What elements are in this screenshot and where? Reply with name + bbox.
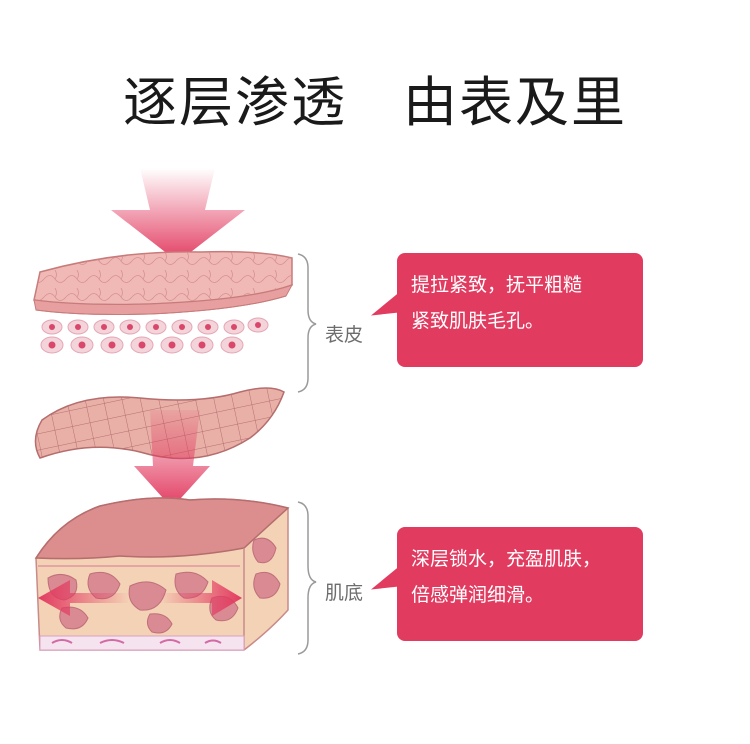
layer-label-dermis: 肌底: [325, 582, 364, 604]
callout-dermis: 深层锁水，充盈肌肤， 倍感弹润细滑。: [397, 527, 643, 641]
callout-dermis-line-2: 倍感弹润细滑。: [411, 584, 545, 606]
layer-label-epidermis: 表皮: [325, 324, 364, 346]
page-title: 逐层渗透 由表及里: [123, 71, 627, 134]
bracket-epidermis: [297, 253, 317, 393]
bracket-dermis: [297, 501, 317, 655]
spread-arrows: [38, 580, 242, 616]
callout-epidermis: 提拉紧致，抚平粗糙 紧致肌肤毛孔。: [397, 253, 643, 367]
callout-epidermis-line-1: 提拉紧致，抚平粗糙: [411, 274, 583, 296]
penetration-arrow-top: [111, 168, 245, 262]
epidermis-layer: [33, 250, 294, 315]
penetration-arrow-middle: [134, 410, 210, 508]
skin-cells-nuclei: [48, 322, 261, 349]
callout-epidermis-line-2: 紧致肌肤毛孔。: [411, 310, 545, 332]
callout-dermis-line-1: 深层锁水，充盈肌肤，: [411, 548, 602, 570]
dermis-layer: [34, 497, 290, 651]
